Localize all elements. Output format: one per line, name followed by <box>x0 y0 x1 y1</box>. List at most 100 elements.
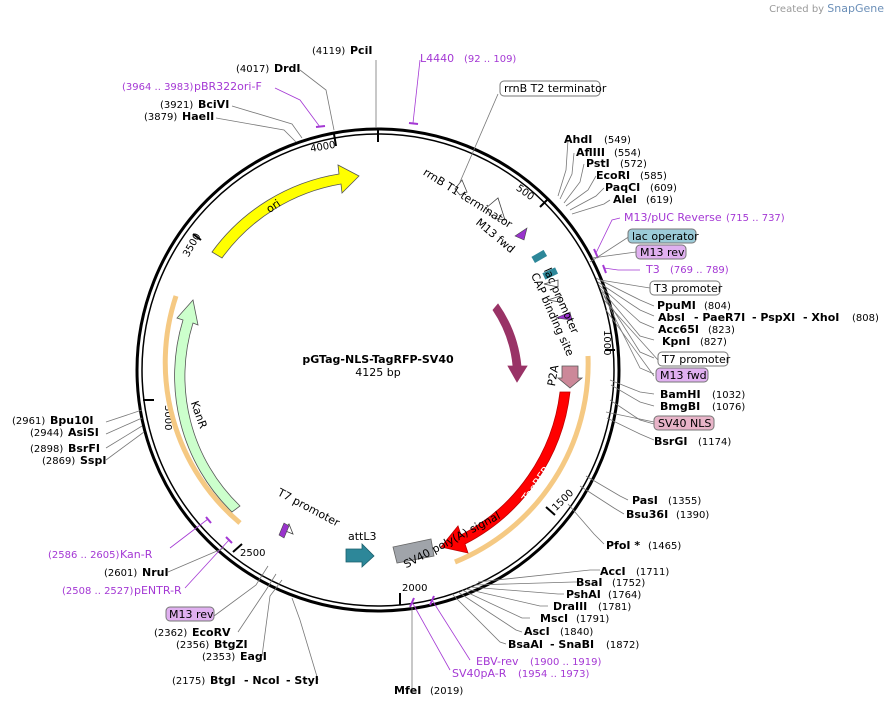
enz-paer7i: - PaeR7I <box>694 311 745 324</box>
enz-mfei: MfeI <box>394 684 421 697</box>
enz-kpni: KpnI <box>662 335 690 348</box>
right-leader-lines <box>411 139 655 690</box>
primer-ebv: EBV-rev <box>476 655 519 668</box>
plasmid-size: 4125 bp <box>355 366 400 379</box>
enz-asci: AscI <box>524 625 550 638</box>
primer-t3: T3 <box>645 263 660 276</box>
enz-bsrfi: BsrFI <box>68 442 100 455</box>
kanr-primer-mark <box>205 516 212 524</box>
primer-sv40pa-range: (1954 .. 1973) <box>518 669 590 680</box>
credit-prefix: Created by <box>769 4 825 15</box>
enz-bpu10i: Bpu10I <box>50 414 94 427</box>
snapgene-credit: Created by SnapGene <box>769 2 884 15</box>
tick-label-4000: 4000 <box>309 140 336 155</box>
box-t3-promoter-label: T3 promoter <box>653 282 723 295</box>
enz-drdi: DrdI <box>274 62 301 75</box>
m13rev-small-arrow <box>278 522 290 539</box>
enz-paqci-pos: (609) <box>650 183 677 194</box>
enz-pcii: PciI <box>350 44 372 57</box>
enz-ncoi: - NcoI <box>244 674 280 687</box>
enz-btgzi: BtgZI <box>214 638 248 651</box>
enz-ecorv-pos: (2362) <box>154 628 187 639</box>
enz-sspi: SspI <box>80 454 106 467</box>
box-t7-promoter <box>657 351 729 367</box>
sv40pa-label: SV40 poly(A) signal <box>401 509 502 571</box>
enz-pcii-pos: (4119) <box>312 46 345 57</box>
kanr-arrow <box>174 299 241 513</box>
box-m13-rev-label: M13 rev <box>640 246 685 259</box>
enz-acc65i-pos: (823) <box>708 325 735 336</box>
enz-btgi: BtgI <box>210 674 236 687</box>
enz-ecori-pos: (585) <box>640 171 667 182</box>
enz-ahdi-pos: (549) <box>604 135 631 146</box>
enz-msci-pos: (1791) <box>576 614 609 625</box>
box-rrnb-t2-label: rrnB T2 terminator <box>504 82 607 95</box>
enz-acci-pos: (1711) <box>636 567 669 578</box>
enz-bsai-pos: (1752) <box>612 578 645 589</box>
enz-ppumi-pos: (804) <box>704 301 731 312</box>
box-t3-promoter <box>649 280 721 296</box>
rrnb-t1-label: rrnB T1 terminator <box>421 166 515 232</box>
rrnb-t2-arrow <box>485 197 506 221</box>
p2a-arrow <box>556 365 584 389</box>
enz-drdi-pos: (4017) <box>236 64 269 75</box>
enz-pfoi: PfoI * <box>606 539 640 552</box>
primer-kanr-range: (2586 .. 2605) <box>48 550 120 561</box>
box-m13-fwd <box>655 367 709 383</box>
enz-draIII-pos: (1781) <box>598 602 631 613</box>
enz-alei: AleI <box>613 193 637 206</box>
enz-bcivi-pos: (3921) <box>160 100 193 111</box>
tick-label-1500: 1500 <box>550 488 576 514</box>
enz-eagi-pos: (2353) <box>202 652 235 663</box>
enz-pasi: PasI <box>632 494 658 507</box>
lacz-label: lacZα <box>520 326 538 358</box>
tick-500 <box>539 198 549 208</box>
enz-haeii-pos: (3879) <box>144 112 177 123</box>
enz-haeii: HaeII <box>182 110 214 123</box>
primer-ebv-range: (1900 .. 1919) <box>530 657 602 668</box>
enz-mfei-pos: (2019) <box>430 686 463 697</box>
primer-pbr: pBR322ori-F <box>194 80 262 93</box>
primer-m13puc: M13/pUC Reverse <box>624 211 722 224</box>
enz-sspi-pos: (2869) <box>42 456 75 467</box>
enz-styi: - StyI <box>286 674 319 687</box>
attl3-label: attL3 <box>348 530 377 543</box>
enz-msci: MscI <box>540 612 568 625</box>
enz-bsu36i: Bsu36I <box>626 508 668 521</box>
m13puc-primer-mark <box>593 248 599 259</box>
enz-pasi-pos: (1355) <box>668 496 701 507</box>
tick-2500 <box>232 543 243 553</box>
enz-bsrfi-pos: (2898) <box>30 444 63 455</box>
sv40pa-block <box>392 538 435 564</box>
enz-asci-pos: (1840) <box>560 627 593 638</box>
enz-bsai: BsaI <box>576 576 602 589</box>
primer-sv40pa: SV40pA-R <box>452 667 507 680</box>
enz-asisi: AsiSI <box>68 426 99 439</box>
tick-label-3000: 3000 <box>162 405 173 430</box>
enz-pshai-pos: (1764) <box>608 590 641 601</box>
box-lac-operator <box>627 228 697 244</box>
enz-bsrgi-pos: (1174) <box>698 437 731 448</box>
enz-acci: AccI <box>600 565 626 578</box>
enz-asisi-pos: (2944) <box>30 428 63 439</box>
plasmid-name: pGTag-NLS-TagRFP-SV40 <box>302 353 454 366</box>
enz-nrui: NruI <box>142 566 169 579</box>
enz-pspxi: - PspXI <box>752 311 795 324</box>
kanr-highlight <box>162 295 242 525</box>
t3-primer-mark <box>602 264 607 274</box>
enz-btgi-pos: (2175) <box>172 676 205 687</box>
box-t7-promoter-label: T7 promoter <box>661 353 731 366</box>
enz-snabi: - SnaBI <box>550 638 594 651</box>
enz-bsu36i-pos: (1390) <box>676 510 709 521</box>
enz-ecori: EcoRI <box>596 169 630 182</box>
enz-pshai: PshAI <box>566 588 601 601</box>
enz-snabi-pos: (1872) <box>606 640 639 651</box>
enz-bmgbi: BmgBI <box>660 400 700 413</box>
enz-psti: PstI <box>586 157 610 170</box>
primer-kanr: Kan-R <box>120 548 153 561</box>
enz-bsrgi: BsrGI <box>654 435 687 448</box>
enz-bamhi: BamHI <box>660 388 701 401</box>
primer-l4440-range: (92 .. 109) <box>464 54 516 65</box>
enz-bmgbi-pos: (1076) <box>712 402 745 413</box>
